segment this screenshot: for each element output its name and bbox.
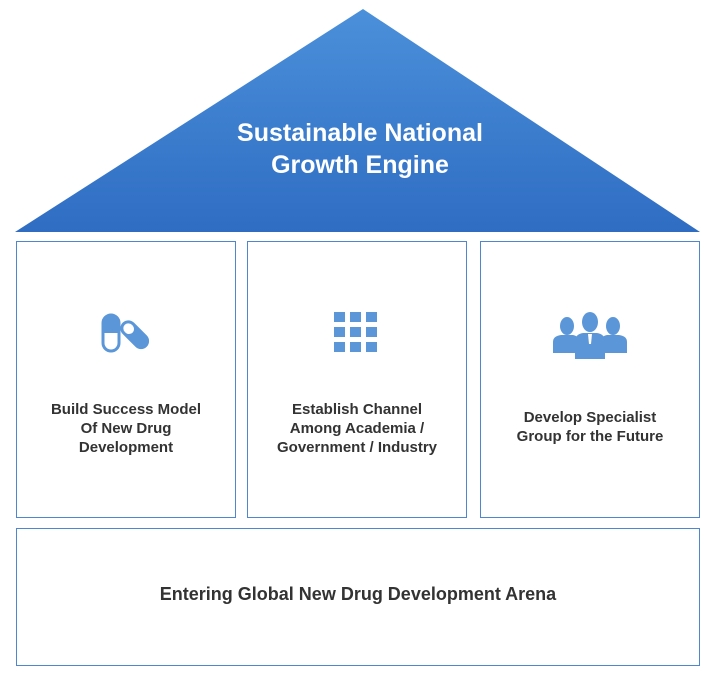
pillar-label: Develop Specialist Group for the Future [491,408,689,446]
pill-capsule-icon [101,313,150,353]
label-line: Develop Specialist [523,409,657,426]
roof-title: Sustainable National Growth Engine [160,117,560,181]
label-line: Group for the Future [516,428,664,445]
grid-icon [334,312,377,352]
roof-triangle [15,9,700,232]
pillar-label: Establish Channel Among Academia / Gover… [258,400,456,457]
label-line: Among Academia / [289,420,425,437]
people-group-icon [553,312,627,359]
roof-title-line: Sustainable National [237,119,483,147]
label-line: Establish Channel [291,401,423,418]
pillar-specialist: Develop Specialist Group for the Future [480,241,700,518]
label-line: Development [78,439,174,456]
foundation-label: Entering Global New Drug Development Are… [159,584,557,604]
roof-title-line: Growth Engine [271,151,449,179]
pillar-channel: Establish Channel Among Academia / Gover… [247,241,467,518]
label-line: Build Success Model [50,401,202,418]
pillar-label: Build Success Model Of New Drug Developm… [27,400,225,457]
pillar-new-drug: Build Success Model Of New Drug Developm… [16,241,236,518]
label-line: Of New Drug [80,420,172,437]
label-line: Government / Industry [276,439,438,456]
foundation-box: Entering Global New Drug Development Are… [16,528,700,666]
